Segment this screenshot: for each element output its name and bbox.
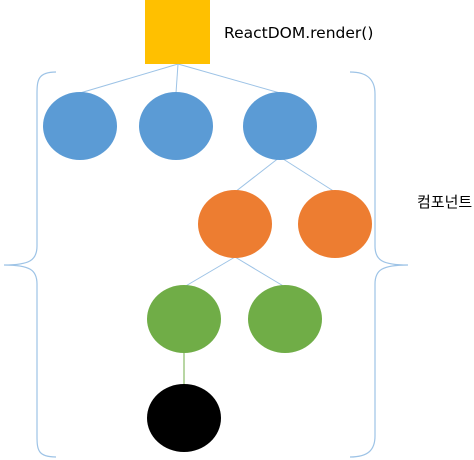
- connector-orange-1-to-green-2: [234, 256, 286, 288]
- connector-root-to-node-1: [79, 63, 179, 94]
- connector-orange-1-to-green-1: [183, 256, 236, 288]
- connector-lines: [79, 63, 336, 384]
- green-component-node: [147, 285, 221, 353]
- orange-component-node: [198, 190, 272, 258]
- root-node-square: [145, 0, 210, 64]
- blue-component-node: [243, 92, 317, 160]
- connector-root-to-node-3: [177, 63, 281, 94]
- orange-component-node: [298, 190, 372, 258]
- connector-root-to-node-2: [175, 63, 179, 94]
- blue-component-node: [43, 92, 117, 160]
- green-component-node: [248, 285, 322, 353]
- right-brace: [349, 71, 409, 458]
- blue-component-node: [139, 92, 213, 160]
- connector-node-3-to-orange-1: [234, 156, 281, 193]
- left-brace: [3, 71, 57, 458]
- black-component-node: [147, 384, 221, 452]
- connector-node-3-to-orange-2: [279, 156, 336, 193]
- root-label: ReactDOM.render(): [224, 24, 373, 42]
- component-group-label: 컴포넌트: [417, 193, 472, 211]
